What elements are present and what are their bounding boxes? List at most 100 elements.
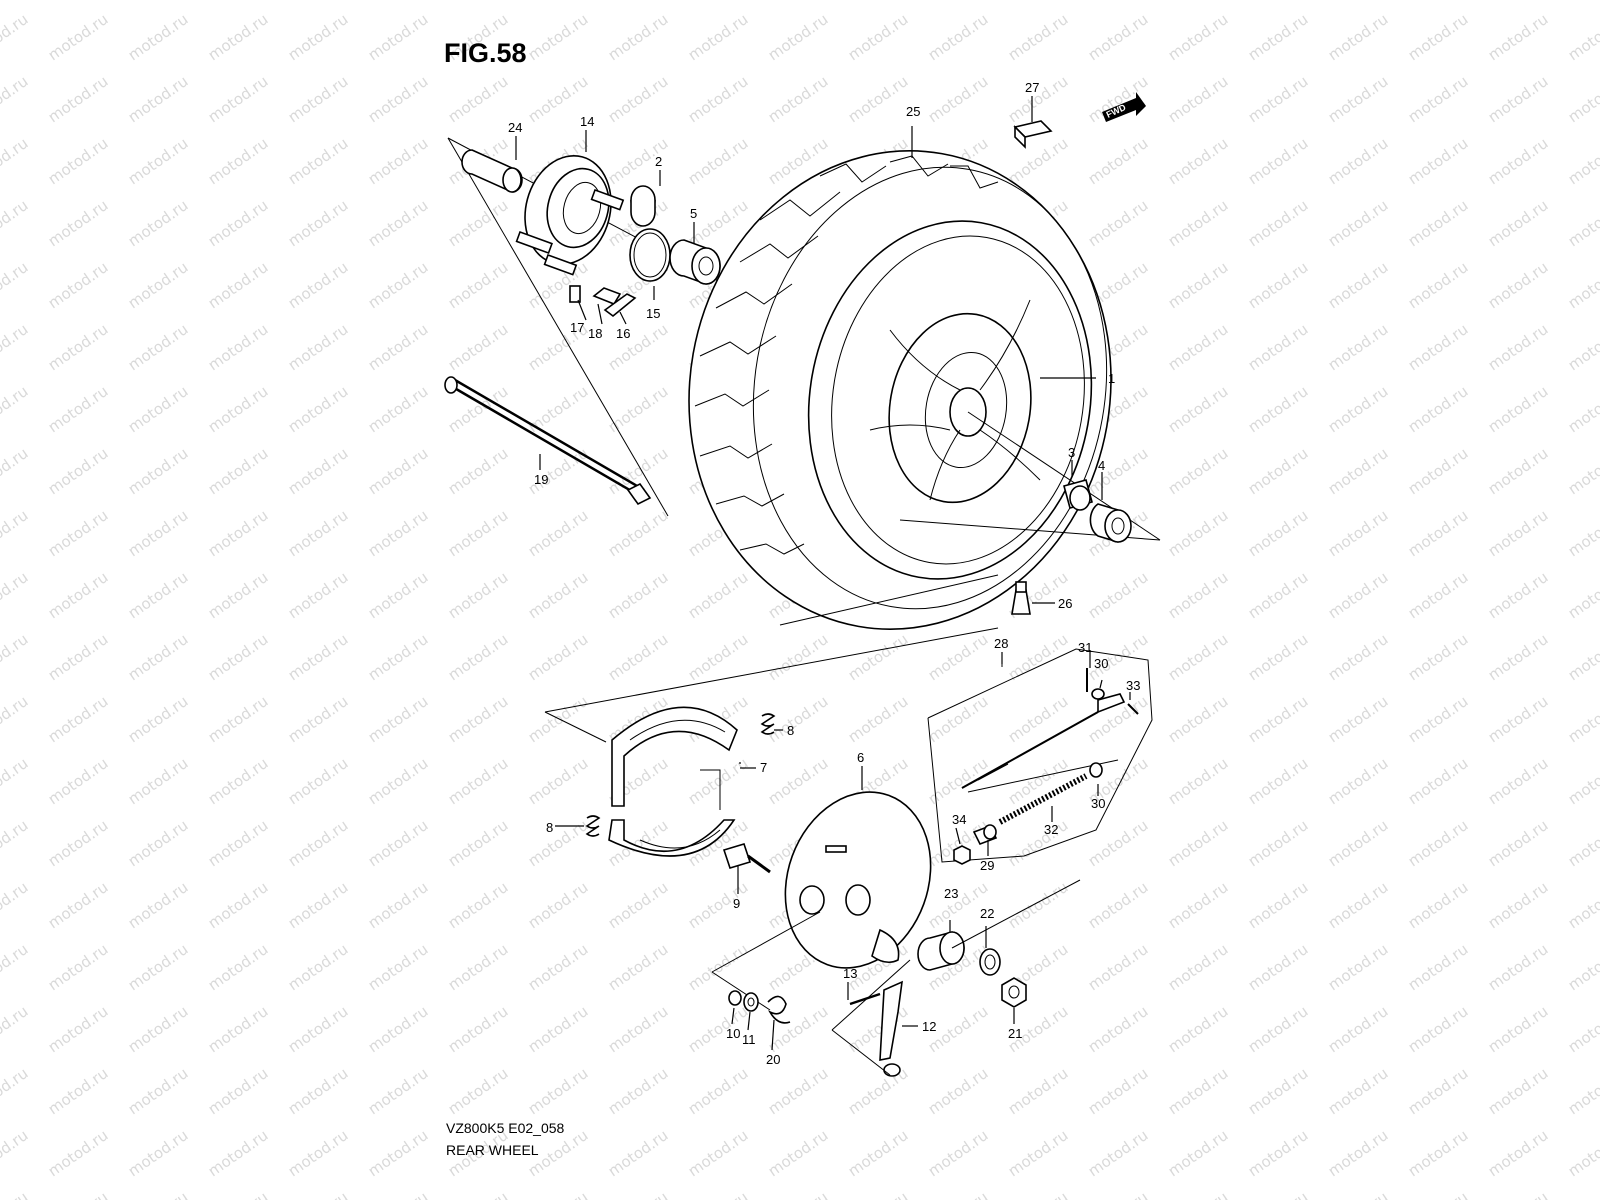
- watermark-text: motod.ru: [1485, 134, 1552, 188]
- part-33-pin[interactable]: [1127, 703, 1139, 715]
- watermark-text: motod.ru: [1245, 196, 1312, 250]
- watermark-text: motod.ru: [1405, 196, 1472, 250]
- watermark-text: motod.ru: [1165, 0, 1232, 2]
- watermark-text: motod.ru: [365, 568, 432, 622]
- part-2-collar[interactable]: [630, 185, 656, 227]
- part-32-spring[interactable]: [998, 773, 1088, 825]
- callout-16: 16: [616, 326, 630, 341]
- watermark-text: motod.ru: [0, 692, 31, 746]
- watermark-text: motod.ru: [205, 940, 272, 994]
- watermark-text: motod.ru: [1325, 134, 1392, 188]
- watermark-text: motod.ru: [285, 878, 352, 932]
- watermark-text: motod.ru: [45, 878, 112, 932]
- part-7-brake-shoe-upper[interactable]: [611, 706, 738, 807]
- watermark-text: motod.ru: [1405, 940, 1472, 994]
- callout-19: 19: [534, 472, 548, 487]
- watermark-text: motod.ru: [525, 1064, 592, 1118]
- watermark-text: motod.ru: [525, 0, 592, 2]
- watermark-text: motod.ru: [1485, 630, 1552, 684]
- watermark-text: motod.ru: [1005, 816, 1072, 870]
- part-16-lock-plate[interactable]: [603, 293, 637, 318]
- watermark-text: motod.ru: [205, 1002, 272, 1056]
- watermark-text: motod.ru: [1085, 1002, 1152, 1056]
- watermark-text: motod.ru: [765, 754, 832, 808]
- part-13-bolt[interactable]: [849, 992, 881, 1006]
- watermark-text: motod.ru: [1005, 134, 1072, 188]
- part-20-return-spring[interactable]: [767, 995, 791, 1024]
- part-11-washer[interactable]: [743, 992, 759, 1012]
- watermark-text: motod.ru: [1325, 196, 1392, 250]
- watermark-text: motod.ru: [1245, 568, 1312, 622]
- watermark-text: motod.ru: [0, 506, 31, 560]
- watermark-text: motod.ru: [1565, 1188, 1600, 1200]
- watermark-text: motod.ru: [45, 1064, 112, 1118]
- watermark-text: motod.ru: [525, 506, 592, 560]
- watermark-text: motod.ru: [1405, 72, 1472, 126]
- part-24-collar[interactable]: [461, 149, 523, 193]
- watermark-text: motod.ru: [1165, 692, 1232, 746]
- part-30-washer-top[interactable]: [1091, 688, 1105, 700]
- callout-21: 21: [1008, 1026, 1022, 1041]
- part-brake-rod[interactable]: [961, 693, 1126, 789]
- part-8-spring-upper[interactable]: [760, 713, 776, 735]
- watermark-text: motod.ru: [1245, 754, 1312, 808]
- watermark-text: motod.ru: [1245, 382, 1312, 436]
- watermark-text: motod.ru: [205, 1126, 272, 1180]
- part-9-cam-shaft[interactable]: [722, 843, 771, 874]
- watermark-text: motod.ru: [125, 754, 192, 808]
- watermark-text: motod.ru: [1165, 1126, 1232, 1180]
- part-23-collar[interactable]: [917, 931, 965, 971]
- callout-3: 3: [1068, 445, 1075, 460]
- watermark-text: motod.ru: [765, 0, 832, 2]
- callout-30b: 30: [1091, 796, 1105, 811]
- part-19-axle[interactable]: [444, 376, 652, 506]
- part-15-o-ring[interactable]: [629, 228, 671, 282]
- watermark-text: motod.ru: [1565, 134, 1600, 188]
- part-27-balancer-weight[interactable]: [1013, 120, 1053, 149]
- watermark-text: motod.ru: [685, 754, 752, 808]
- watermark-text: motod.ru: [365, 134, 432, 188]
- part-21-nut[interactable]: [1001, 977, 1027, 1008]
- callout-9: 9: [733, 896, 740, 911]
- watermark-text: motod.ru: [1485, 382, 1552, 436]
- part-30-washer-bottom[interactable]: [1089, 762, 1103, 778]
- part-8-spring-lower[interactable]: [585, 815, 601, 837]
- watermark-text: motod.ru: [525, 382, 592, 436]
- part-29-joint[interactable]: [972, 824, 998, 846]
- part-7-brake-shoe-lower[interactable]: [608, 769, 736, 857]
- part-10-circlip[interactable]: [728, 990, 742, 1006]
- part-34-nut[interactable]: [953, 845, 971, 865]
- watermark-text: motod.ru: [1565, 692, 1600, 746]
- watermark-text: motod.ru: [285, 506, 352, 560]
- callout-25: 25: [906, 104, 920, 119]
- watermark-text: motod.ru: [1245, 878, 1312, 932]
- watermark-text: motod.ru: [925, 72, 992, 126]
- watermark-text: motod.ru: [1085, 1064, 1152, 1118]
- watermark-text: motod.ru: [0, 1002, 31, 1056]
- watermark-text: motod.ru: [1165, 134, 1232, 188]
- watermark-text: motod.ru: [285, 1002, 352, 1056]
- watermark-text: motod.ru: [1325, 878, 1392, 932]
- part-22-spacer[interactable]: [979, 948, 1001, 976]
- watermark-text: motod.ru: [125, 196, 192, 250]
- watermark-text: motod.ru: [765, 72, 832, 126]
- part-4-bearing[interactable]: [1089, 503, 1132, 543]
- part-26-valve[interactable]: [1011, 581, 1031, 615]
- part-12-brake-lever[interactable]: [879, 980, 903, 1077]
- part-6-brake-panel[interactable]: [761, 771, 954, 988]
- part-17-bolt[interactable]: [569, 285, 581, 303]
- callout-7: 7: [760, 760, 767, 775]
- watermark-text: motod.ru: [125, 134, 192, 188]
- watermark-text: motod.ru: [925, 1064, 992, 1118]
- watermark-text: motod.ru: [605, 940, 672, 994]
- part-18-washer[interactable]: [592, 287, 622, 305]
- watermark-text: motod.ru: [1565, 196, 1600, 250]
- callout-13: 13: [843, 966, 857, 981]
- part-14-hub[interactable]: [513, 146, 625, 276]
- part-3-collar[interactable]: [1063, 479, 1093, 511]
- watermark-text: motod.ru: [365, 1126, 432, 1180]
- watermark-text: motod.ru: [45, 630, 112, 684]
- part-5-bearing[interactable]: [669, 239, 721, 285]
- watermark-text: motod.ru: [125, 72, 192, 126]
